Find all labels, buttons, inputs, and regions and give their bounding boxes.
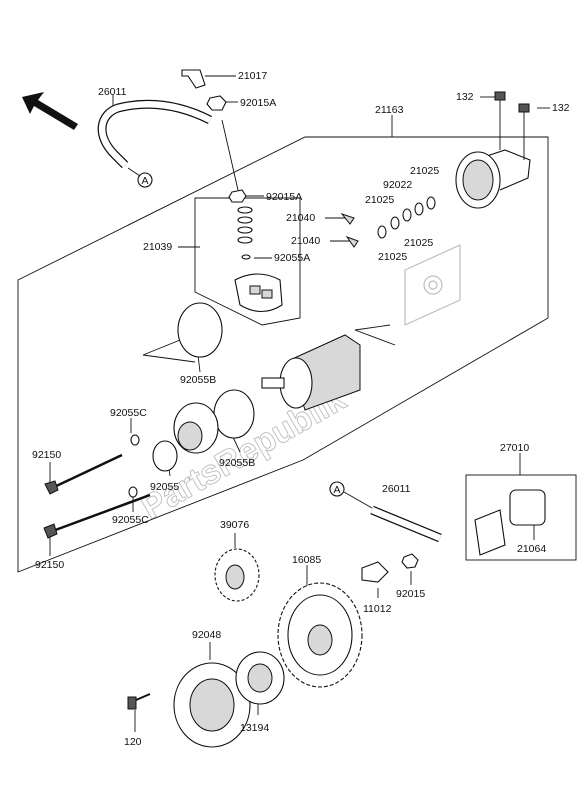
label-39076: 39076 — [220, 519, 249, 531]
label-11012: 11012 — [363, 603, 392, 615]
brush-holder-assembly — [228, 189, 359, 313]
part-labels: 21017 26011 92015A 21163 132 132 92015A … — [32, 70, 570, 748]
label-21025-b: 21025 — [365, 194, 394, 206]
label-26011-top: 26011 — [98, 86, 127, 98]
label-92015A-top: 92015A — [240, 97, 276, 109]
label-26011-bottom: 26011 — [382, 483, 411, 495]
label-27010: 27010 — [500, 442, 529, 454]
brush-holder-frame — [194, 197, 301, 326]
label-21163: 21163 — [375, 104, 404, 116]
arrow-up-left-icon — [22, 92, 78, 130]
label-92048: 92048 — [192, 629, 221, 641]
one-way-clutch — [235, 651, 285, 705]
front-cover — [173, 402, 219, 454]
label-92055B-b: 92055B — [219, 457, 255, 469]
label-13194: 13194 — [240, 722, 269, 734]
label-21064: 21064 — [517, 543, 546, 555]
starter-cable-top: A — [97, 99, 213, 188]
label-92055A: 92055A — [274, 252, 310, 264]
label-92022: 92022 — [383, 179, 412, 191]
label-21040-a: 21040 — [286, 212, 315, 224]
o-ring-medium — [152, 440, 178, 472]
label-21039: 21039 — [143, 241, 172, 253]
o-ring-large-top — [177, 302, 223, 358]
reference-a-top: A — [141, 175, 148, 187]
label-92150-a: 92150 — [32, 449, 61, 461]
washer-set — [377, 196, 436, 239]
label-92055: 92055 — [150, 481, 179, 493]
label-21025-d: 21025 — [378, 251, 407, 263]
oil-cap — [361, 561, 389, 583]
idle-gear — [214, 548, 260, 602]
label-21025-a: 21025 — [410, 165, 439, 177]
gear-flag-icon — [404, 244, 461, 326]
label-120: 120 — [124, 736, 142, 748]
relay-frame — [465, 474, 577, 561]
label-92150-b: 92150 — [35, 559, 64, 571]
relay-nut — [401, 553, 419, 569]
starter-cable-bottom: A — [329, 481, 442, 543]
label-21040-b: 21040 — [291, 235, 320, 247]
through-bolts — [43, 453, 151, 539]
starter-motor — [261, 334, 361, 411]
main-frame-outline — [17, 136, 549, 573]
label-21025-c: 21025 — [404, 237, 433, 249]
o-ring-small-lower — [128, 486, 138, 498]
mounting-bolt — [127, 693, 151, 710]
reference-a-bottom: A — [333, 484, 340, 496]
rear-cover — [455, 91, 531, 209]
label-92015A-mid: 92015A — [266, 191, 302, 203]
bearing-plate — [173, 662, 251, 748]
o-ring-small-upper — [130, 434, 140, 446]
starter-relay — [474, 489, 546, 556]
terminal-nut-top — [206, 95, 227, 111]
label-92015: 92015 — [396, 588, 425, 600]
terminal-cap — [181, 69, 206, 89]
label-132-b: 132 — [552, 102, 570, 114]
label-92055C-b: 92055C — [112, 514, 149, 526]
label-21017: 21017 — [238, 70, 267, 82]
label-132-a: 132 — [456, 91, 474, 103]
label-16085: 16085 — [292, 554, 321, 566]
starter-clutch-gear — [277, 582, 363, 688]
label-92055B-a: 92055B — [180, 374, 216, 386]
label-92055C-a: 92055C — [110, 407, 147, 419]
o-ring-large-bottom — [213, 389, 255, 439]
